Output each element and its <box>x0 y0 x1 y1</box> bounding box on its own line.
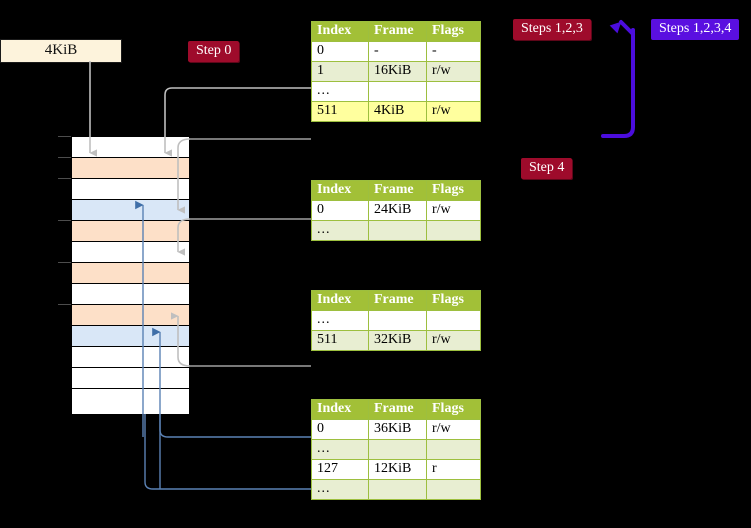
cell-frame <box>368 220 427 241</box>
memory-frame-row <box>72 221 189 242</box>
cell-index: 511 <box>311 101 369 122</box>
page-table-pdpt: Index Frame Flags 0 24KiB r/w ... <box>311 180 481 241</box>
memory-size-label: 4KiB <box>0 39 122 63</box>
table-row: 0 24KiB r/w <box>311 200 481 221</box>
memory-frame-row <box>72 179 189 200</box>
cell-frame <box>368 81 427 102</box>
step-4-pill: Step 4 <box>521 158 573 179</box>
cell-flags: r/w <box>426 200 481 221</box>
memory-frame-row <box>72 137 189 158</box>
cell-flags <box>426 439 481 460</box>
table-header-row: Index Frame Flags <box>311 180 481 201</box>
grid-tick <box>58 304 71 305</box>
memory-frame-row <box>72 326 189 347</box>
table-header-row: Index Frame Flags <box>311 21 481 42</box>
memory-frame-row <box>72 368 189 389</box>
column-header-flags: Flags <box>426 21 481 42</box>
cell-flags <box>426 220 481 241</box>
cell-frame <box>368 439 427 460</box>
memory-frame-row <box>72 284 189 305</box>
cell-frame: 4KiB <box>368 101 427 122</box>
page-table-pd: Index Frame Flags ... 511 32KiB r/w <box>311 290 481 351</box>
memory-frame-row <box>72 158 189 179</box>
cell-index: 127 <box>311 459 369 480</box>
grid-tick <box>58 220 71 221</box>
arrow-steps-bracket <box>601 28 635 138</box>
grid-tick <box>58 262 71 263</box>
memory-frame-row <box>72 263 189 284</box>
cell-frame: 16KiB <box>368 61 427 82</box>
column-header-flags: Flags <box>426 180 481 201</box>
table-row: 0 - - <box>311 41 481 62</box>
arrow-frame-to-pt-entry-0 <box>159 414 311 438</box>
cell-flags <box>426 310 481 331</box>
table-header-row: Index Frame Flags <box>311 399 481 420</box>
cell-frame <box>368 310 427 331</box>
cell-frame: - <box>368 41 427 62</box>
arrow-frame-to-pt-entry-127 <box>144 414 311 490</box>
table-row: 1 16KiB r/w <box>311 61 481 82</box>
cell-frame: 36KiB <box>368 419 427 440</box>
cell-index: ... <box>311 310 369 331</box>
cell-index: ... <box>311 81 369 102</box>
cell-flags: r/w <box>426 330 481 351</box>
page-table-pt: Index Frame Flags 0 36KiB r/w ... 127 12… <box>311 399 481 500</box>
column-header-frame: Frame <box>368 180 427 201</box>
table-row: 511 32KiB r/w <box>311 330 481 351</box>
cell-index: 1 <box>311 61 369 82</box>
table-row: 127 12KiB r <box>311 459 481 480</box>
column-header-frame: Frame <box>368 399 427 420</box>
column-header-index: Index <box>311 290 369 311</box>
cell-frame <box>368 479 427 500</box>
column-header-frame: Frame <box>368 21 427 42</box>
memory-frame-row <box>72 242 189 263</box>
column-header-index: Index <box>311 399 369 420</box>
table-header-row: Index Frame Flags <box>311 290 481 311</box>
table-row: 511 4KiB r/w <box>311 101 481 122</box>
table-row: ... <box>311 439 481 460</box>
page-table-pml4: Index Frame Flags 0 - - 1 16KiB r/w ... <box>311 21 481 122</box>
memory-frame-row <box>72 200 189 221</box>
cell-index: 511 <box>311 330 369 351</box>
table-row: ... <box>311 479 481 500</box>
cell-index: 0 <box>311 419 369 440</box>
steps-1234-pill: Steps 1,2,3,4 <box>651 19 740 40</box>
table-row: ... <box>311 81 481 102</box>
arrow-steps-head <box>609 20 635 36</box>
cell-index: ... <box>311 220 369 241</box>
cell-frame: 12KiB <box>368 459 427 480</box>
cell-flags: r/w <box>426 61 481 82</box>
cell-flags <box>426 81 481 102</box>
memory-frame-row <box>72 347 189 368</box>
column-header-index: Index <box>311 180 369 201</box>
cell-index: 0 <box>311 200 369 221</box>
cell-flags: r/w <box>426 419 481 440</box>
column-header-flags: Flags <box>426 399 481 420</box>
column-header-index: Index <box>311 21 369 42</box>
grid-tick <box>58 136 71 137</box>
grid-tick <box>58 157 71 158</box>
cell-flags: r <box>426 459 481 480</box>
cell-index: 0 <box>311 41 369 62</box>
step-0-pill: Step 0 <box>188 41 240 62</box>
cell-flags: r/w <box>426 101 481 122</box>
cell-flags: - <box>426 41 481 62</box>
memory-frame-row <box>72 305 189 326</box>
grid-tick <box>58 178 71 179</box>
cell-index: ... <box>311 439 369 460</box>
cell-frame: 24KiB <box>368 200 427 221</box>
memory-frame-row <box>72 389 189 414</box>
cell-flags <box>426 479 481 500</box>
cell-frame: 32KiB <box>368 330 427 351</box>
physical-memory-grid <box>71 136 190 415</box>
table-row: ... <box>311 220 481 241</box>
steps-123-pill: Steps 1,2,3 <box>513 19 591 40</box>
column-header-frame: Frame <box>368 290 427 311</box>
table-row: 0 36KiB r/w <box>311 419 481 440</box>
column-header-flags: Flags <box>426 290 481 311</box>
table-row: ... <box>311 310 481 331</box>
cell-index: ... <box>311 479 369 500</box>
